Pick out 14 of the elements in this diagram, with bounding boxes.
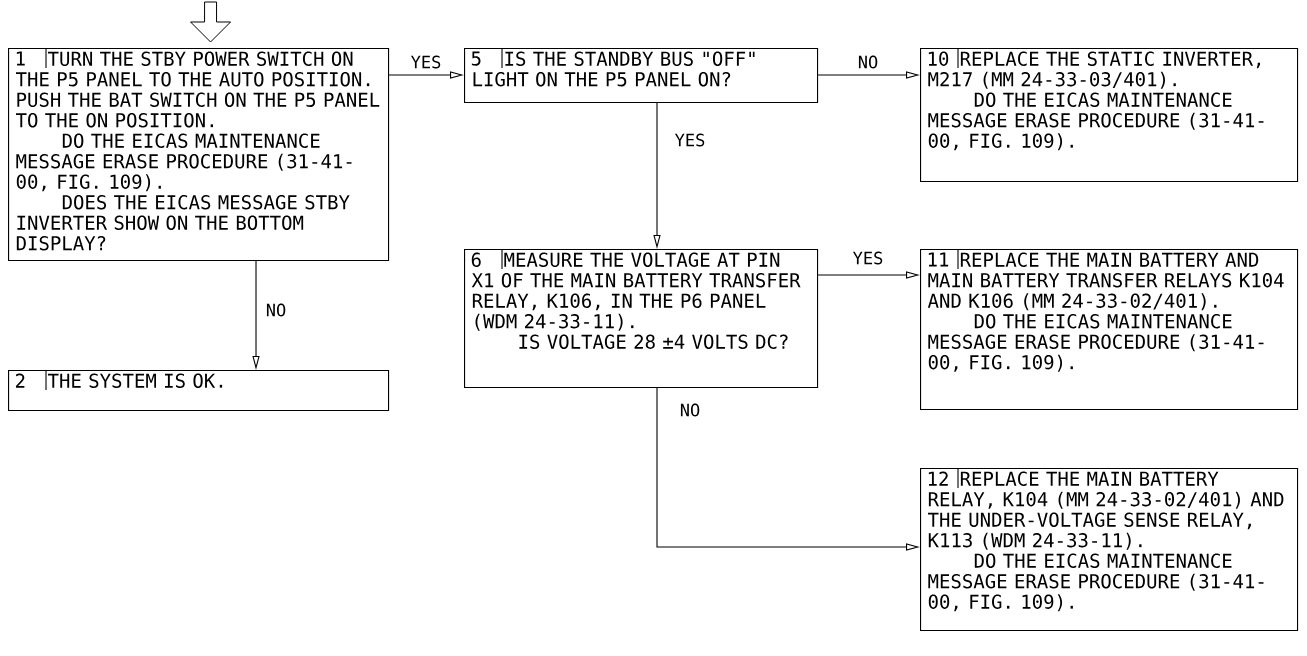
edge-label: YES: [409, 54, 443, 70]
edge-label: NO: [856, 54, 880, 70]
step-box: 5 IS THE STANDBY BUS "OFF" LIGHT ON THE P5 PANEL ON?: [464, 47, 819, 104]
step-box: 10 REPLACE THE STATIC INVERTER, M217 (MM 24-33-03/401). DO THE EICAS MAINTENANCE MESSAGE ERASE PROCEDURE (31-41-00, FIG. 109).: [920, 47, 1299, 183]
entry-arrow: [190, 1, 232, 43]
step-box: 2 THE SYSTEM IS OK.: [8, 369, 390, 412]
step-box: 11 REPLACE THE MAIN BATTERY AND MAIN BATTERY TRANSFER RELAYS K104 AND K106 (MM 24-33-02/401). DO THE EICAS MAINTENANCE MESSAGE ERASE PROCEDURE (31-41-00, FIG. 109).: [920, 248, 1299, 411]
step-box: 12 REPLACE THE MAIN BATTERY RELAY, K104 (MM 24-33-02/401) AND THE UNDER-VOLTAGE SENSE RELAY, K113 (WDM 24-33-11). DO THE EICAS MAINTENANCE MESSAGE ERASE PROCEDURE (31-41-00, FIG. 109).: [920, 467, 1299, 632]
edge-label: NO: [264, 302, 288, 318]
edge-label: NO: [678, 402, 702, 418]
step-box: 1 TURN THE STBY POWER SWITCH ON THE P5 PANEL TO THE AUTO POSITION. PUSH THE BAT SWITCH ON THE P5 PANEL TO THE ON POSITION. DO THE EICAS MAINTENANCE MESSAGE ERASE PROCEDURE (31-41-00, FIG. 109). DOES THE EICAS MESSAGE STBY INVERTER SHOW ON THE BOTTOM DISPLAY?: [8, 47, 390, 262]
edge-label: YES: [673, 132, 707, 148]
step-box: 6 MEASURE THE VOLTAGE AT PIN X1 OF THE MAIN BATTERY TRANSFER RELAY, K106, IN THE P6 PANEL (WDM 24-33-11). IS VOLTAGE 28 ±4 VOLTS DC?: [464, 248, 819, 389]
edge-label: YES: [851, 250, 885, 266]
